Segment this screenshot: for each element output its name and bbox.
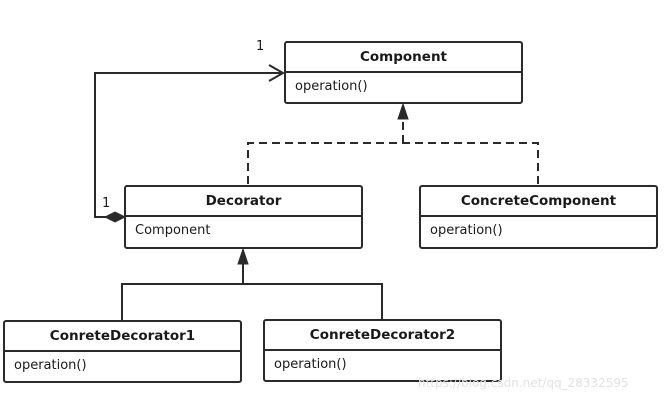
class-box-decorator[interactable]: Decorator Component [124,185,363,249]
class-name: Component [286,43,521,73]
multiplicity-label-decorator-end: 1 [102,196,111,211]
inheritance-line-decorator2 [243,283,383,320]
realization-line-concrete-component [403,142,539,184]
class-member: operation() [14,358,87,373]
multiplicity-label-component-end: 1 [256,39,265,54]
class-member: operation() [274,357,347,372]
aggregation-diamond [103,211,127,223]
class-name: ConreteDecorator1 [5,322,240,352]
class-name: ConreteDecorator2 [265,321,500,351]
inheritance-line-decorator1 [121,283,243,320]
class-name: Decorator [126,187,361,217]
class-box-conrete-decorator1[interactable]: ConreteDecorator1 operation() [3,320,242,383]
realization-arrowhead [397,102,409,120]
class-member: operation() [295,79,368,94]
class-name: ConcreteComponent [421,187,656,217]
inheritance-connector [121,247,383,320]
realization-connector [247,102,539,184]
class-member: operation() [430,223,503,238]
aggregation-connector [94,64,286,223]
class-member: Component [135,223,211,238]
open-arrowhead [268,64,286,82]
watermark-text: https://blog.csdn.net/qq_28332595 [418,376,629,390]
class-box-concrete-component[interactable]: ConcreteComponent operation() [419,185,658,249]
class-box-conrete-decorator2[interactable]: ConreteDecorator2 operation() [263,319,502,382]
class-box-component[interactable]: Component operation() [284,41,523,104]
aggregation-line [94,72,283,218]
realization-line-decorator [247,142,403,184]
inheritance-arrowhead [237,247,249,265]
